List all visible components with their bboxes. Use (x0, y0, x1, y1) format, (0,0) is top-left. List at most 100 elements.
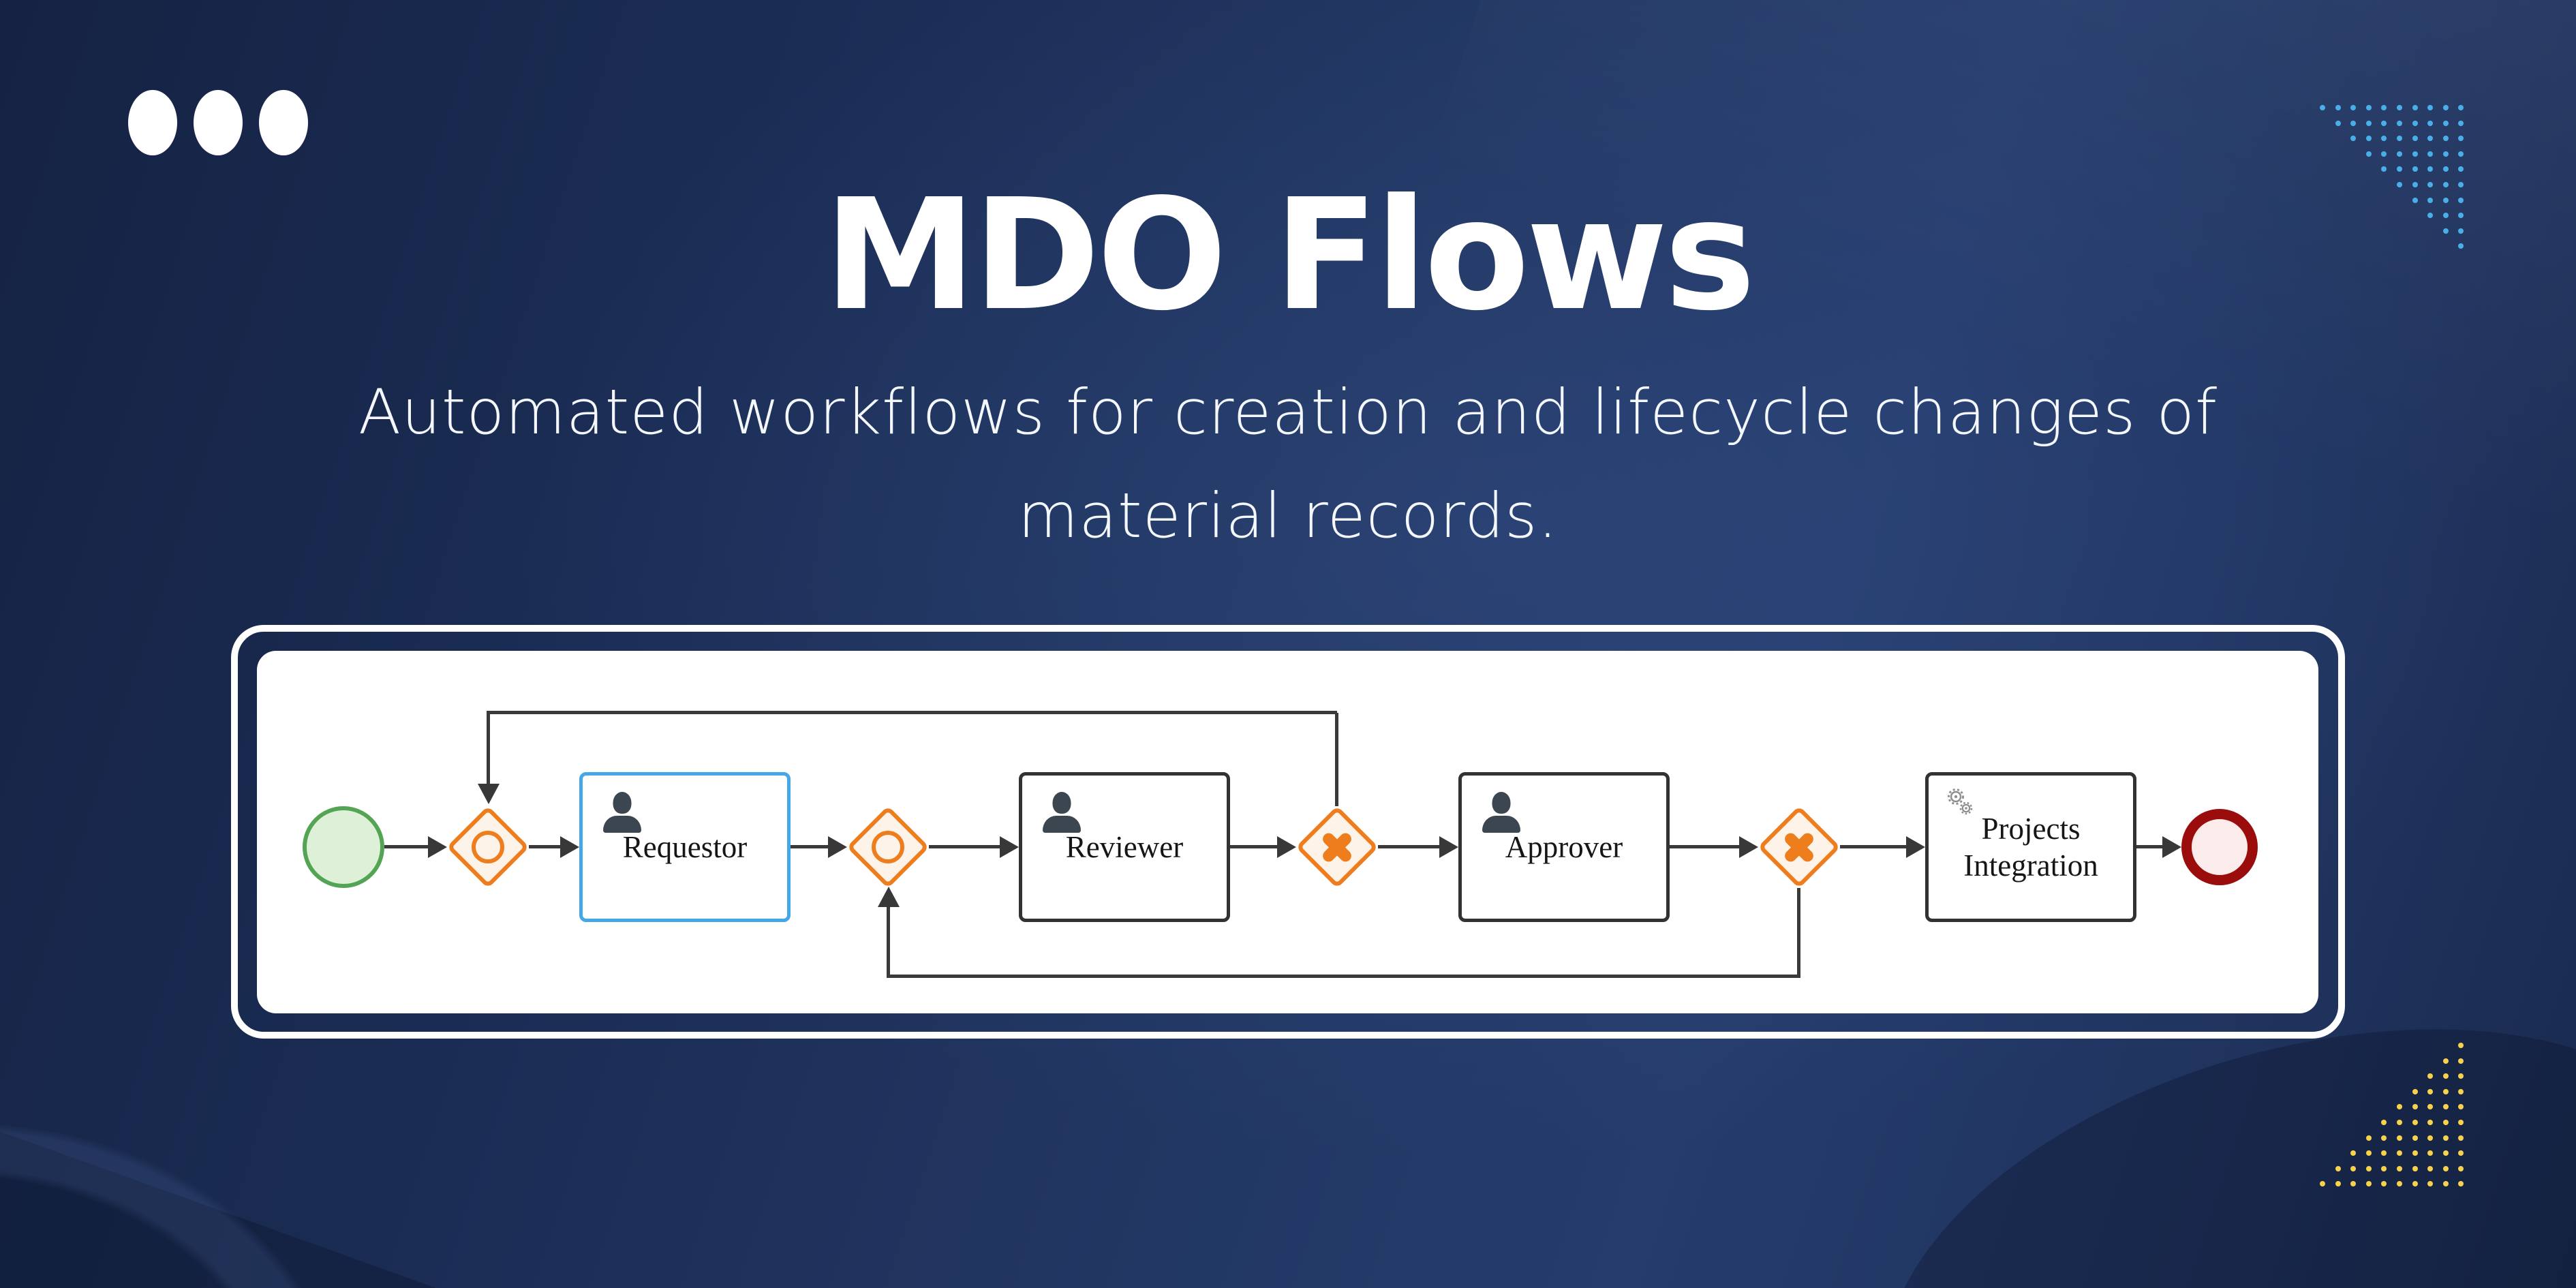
decorative-dot (2442, 1181, 2449, 1187)
decorative-dot (2458, 105, 2464, 110)
decorative-dot (2458, 1120, 2464, 1125)
decorative-dot (2412, 166, 2418, 172)
decorative-dot (2412, 136, 2418, 142)
task-label: Requestor (622, 830, 748, 864)
sequence-flow-loop-bottom (887, 975, 1800, 978)
sequence-flow (1840, 845, 1906, 848)
decorative-dot (2350, 1150, 2357, 1156)
decorative-dot (2458, 1058, 2464, 1064)
decorative-dot (2412, 1150, 2418, 1156)
decorative-dot (2458, 182, 2464, 187)
decorative-dot (2412, 1088, 2418, 1094)
decorative-dot (2458, 1181, 2464, 1187)
decorative-dot (2442, 1135, 2449, 1141)
decorative-dot (2412, 197, 2418, 203)
decorative-dot (2458, 1165, 2464, 1171)
decorative-dot (2381, 1120, 2387, 1125)
decorative-dot (2397, 120, 2402, 126)
decorative-dot (2442, 105, 2449, 110)
decorative-dot (2427, 1150, 2434, 1156)
decorative-dot (2397, 1165, 2402, 1171)
sequence-flow (529, 845, 560, 848)
decorative-dot (2412, 120, 2418, 126)
decorative-dot (2365, 151, 2372, 157)
event-gateway-circle-icon (865, 824, 911, 870)
decorative-dot (2458, 243, 2464, 249)
decorative-dot (2427, 1135, 2434, 1141)
user-icon (603, 792, 641, 833)
decorative-dot (2350, 1181, 2357, 1187)
decorative-dot (2442, 228, 2449, 234)
sequence-flow (2136, 845, 2162, 848)
decorative-dot (2442, 213, 2449, 219)
decorative-dot (2427, 197, 2434, 203)
three-dots-decoration (128, 90, 339, 155)
sequence-flow-loop-top (487, 711, 1337, 714)
decorative-dot (2458, 1150, 2464, 1156)
decorative-dot (2458, 197, 2464, 203)
decorative-dot (2412, 151, 2418, 157)
decorative-dot (2458, 120, 2464, 126)
decorative-dot (2442, 1150, 2449, 1156)
event-gateway-circle-icon (465, 824, 511, 870)
decorative-dot (2320, 1181, 2325, 1187)
decorative-dot (2458, 166, 2464, 172)
decorative-dot (2397, 136, 2402, 142)
decorative-dot (2458, 1104, 2464, 1110)
exclusive-gateway-1 (1295, 806, 1379, 889)
sequence-flow-loop-top-right (1335, 713, 1338, 806)
task-label: Approver (1505, 830, 1623, 864)
decorative-dot (2442, 1058, 2449, 1064)
event-gateway-1 (446, 806, 530, 889)
decorative-dot (2350, 105, 2357, 110)
decorative-dot (2442, 151, 2449, 157)
decorative-dot (2397, 182, 2402, 187)
user-icon (1043, 792, 1081, 833)
sequence-flow-loop-bottom-right (1797, 888, 1800, 977)
decorative-dot (2335, 120, 2341, 126)
decorative-dot (2381, 1150, 2387, 1156)
decorative-dot (2458, 151, 2464, 157)
sequence-flow (1230, 845, 1277, 848)
task-reviewer: Reviewer (1019, 772, 1230, 922)
start-event-circle (303, 806, 384, 888)
decorative-dot (2412, 1135, 2418, 1141)
decorative-dot (2427, 1181, 2434, 1187)
decorative-dot (2335, 1165, 2341, 1171)
decorative-dot (2442, 166, 2449, 172)
decorative-dot (2412, 1165, 2418, 1171)
subtitle-line-1: Automated workflows for creation and lif… (358, 377, 2218, 448)
decorative-dot (2427, 1104, 2434, 1110)
sequence-flow (1378, 845, 1439, 848)
task-requestor: Requestor (579, 772, 791, 922)
bpmn-diagram: Requestor Reviewer Approver Projects Int… (257, 651, 2318, 1013)
decorative-dot (2442, 120, 2449, 126)
decorative-dot (2365, 1150, 2372, 1156)
decorative-dot (2412, 1104, 2418, 1110)
decorative-dot (2335, 1181, 2341, 1187)
decorative-dot (2458, 1043, 2464, 1048)
decorative-dot (2412, 105, 2418, 110)
exclusive-gateway-2 (1758, 806, 1841, 889)
page-subtitle: Automated workflows for creation and lif… (0, 361, 2576, 568)
decorative-dot (2427, 1165, 2434, 1171)
decorative-dot (2427, 136, 2434, 142)
decorative-dot (2397, 1181, 2402, 1187)
sequence-flow (791, 845, 828, 848)
bottom-left-arc (0, 1090, 382, 1288)
decorative-dot (2381, 1181, 2387, 1187)
decorative-dot (2350, 136, 2357, 142)
decorative-dot (2381, 1165, 2387, 1171)
task-approver: Approver (1458, 772, 1670, 922)
decorative-dot (2350, 1165, 2357, 1171)
sequence-flow (384, 845, 428, 848)
decorative-dot (2335, 105, 2341, 110)
sequence-flow-loop-bottom-arrow (887, 907, 890, 977)
decorative-dot (2397, 151, 2402, 157)
decorative-dot (2442, 1073, 2449, 1079)
decorative-dot (2442, 182, 2449, 187)
event-gateway-2 (846, 806, 930, 889)
decorative-dot (2427, 182, 2434, 187)
decorative-dot (2458, 1073, 2464, 1079)
